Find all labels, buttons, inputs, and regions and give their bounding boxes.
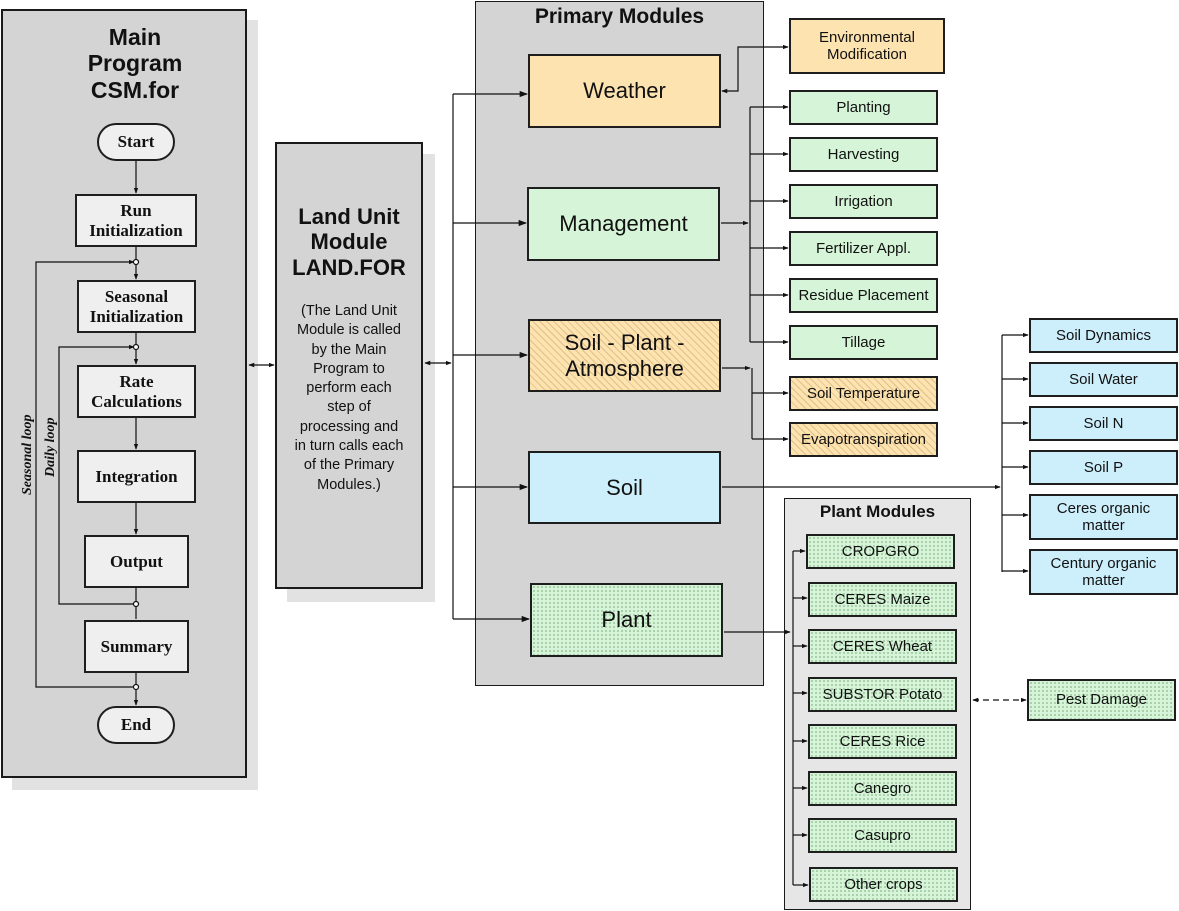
end-label: End bbox=[120, 715, 152, 735]
module-label: Soil - Plant - Atmosphere bbox=[564, 330, 685, 381]
plant-module-label: Other crops bbox=[844, 875, 923, 893]
step-label: Seasonal bbox=[104, 286, 169, 306]
plant-module-label: CERES Maize bbox=[834, 590, 931, 608]
soil-module[interactable]: Soil bbox=[528, 451, 721, 524]
step-label: Summary bbox=[100, 636, 173, 656]
submodule-label: Irrigation bbox=[834, 192, 893, 210]
land-unit-description: (The Land Unit Module is called by the M… bbox=[294, 303, 404, 493]
title-line: Module bbox=[310, 229, 388, 255]
plant-module-label: CERES Rice bbox=[839, 732, 926, 750]
step-label: Initialization bbox=[89, 306, 184, 326]
submodule-label: Fertilizer Appl. bbox=[815, 239, 912, 257]
submodule-label: Evapotranspiration bbox=[800, 430, 927, 448]
plant-module[interactable]: Plant bbox=[530, 583, 723, 657]
step-label: Integration bbox=[95, 466, 178, 486]
title-line: Land Unit bbox=[298, 204, 400, 229]
submodule-label: Soil N bbox=[1083, 414, 1124, 432]
module-label: Weather bbox=[583, 78, 666, 104]
start-label: Start bbox=[117, 132, 155, 152]
step-label: Output bbox=[110, 551, 163, 571]
pest-damage-box[interactable]: Pest Damage bbox=[1027, 679, 1176, 721]
seasonal-loop-label: Seasonal loop bbox=[20, 414, 35, 495]
submodule-label: Tillage bbox=[841, 333, 886, 351]
title-line: CSM.for bbox=[90, 76, 180, 103]
plant-module-label: CERES Wheat bbox=[832, 637, 933, 655]
century-organic-matter-box[interactable]: Century organic matter bbox=[1029, 549, 1178, 595]
plant-module-casupro[interactable]: Casupro bbox=[808, 818, 957, 853]
submodule-label: Residue Placement bbox=[798, 286, 929, 304]
summary-step[interactable]: Summary bbox=[84, 620, 189, 673]
plant-module-label: SUBSTOR Potato bbox=[822, 685, 943, 703]
module-label: Plant bbox=[601, 607, 652, 633]
soil-dynamics-box[interactable]: Soil Dynamics bbox=[1029, 318, 1178, 353]
step-label: Initialization bbox=[89, 220, 183, 240]
title-line: Program bbox=[87, 50, 183, 77]
plant-module-ceres-rice[interactable]: CERES Rice bbox=[808, 724, 957, 759]
module-label: Management bbox=[559, 211, 688, 237]
main-program-title: Main Program CSM.for bbox=[60, 24, 210, 103]
step-label: Rate bbox=[119, 371, 154, 391]
start-node[interactable]: Start bbox=[97, 123, 175, 161]
plant-module-ceres-wheat[interactable]: CERES Wheat bbox=[808, 629, 957, 664]
submodule-label: Soil Dynamics bbox=[1055, 326, 1152, 344]
submodule-label: Soil Water bbox=[1069, 370, 1138, 388]
plant-module-other-crops[interactable]: Other crops bbox=[809, 867, 958, 902]
tillage-box[interactable]: Tillage bbox=[789, 325, 938, 360]
soil-water-box[interactable]: Soil Water bbox=[1029, 362, 1178, 397]
land-unit-title: Land Unit Module LAND.FOR bbox=[277, 204, 421, 280]
submodule-label: Soil Temperature bbox=[806, 384, 921, 402]
management-module[interactable]: Management bbox=[527, 187, 720, 261]
plant-modules-title: Plant Modules bbox=[819, 502, 936, 521]
end-node[interactable]: End bbox=[97, 706, 175, 744]
plant-module-label: Canegro bbox=[853, 779, 912, 797]
soil-plant-atmosphere-module[interactable]: Soil - Plant - Atmosphere bbox=[528, 319, 721, 392]
evapotranspiration-box[interactable]: Evapotranspiration bbox=[789, 422, 938, 457]
soil-p-box[interactable]: Soil P bbox=[1029, 450, 1178, 485]
soil-n-box[interactable]: Soil N bbox=[1029, 406, 1178, 441]
plant-module-label: Casupro bbox=[854, 826, 911, 844]
module-label: Soil bbox=[606, 474, 643, 500]
submodule-label: Ceres organic matter bbox=[1056, 499, 1151, 534]
output-step[interactable]: Output bbox=[84, 535, 189, 588]
plant-module-label: CROPGRO bbox=[841, 542, 920, 560]
fertilizer-appl-box[interactable]: Fertilizer Appl. bbox=[789, 231, 938, 266]
planting-box[interactable]: Planting bbox=[789, 90, 938, 125]
environmental-modification-box[interactable]: Environmental Modification bbox=[789, 18, 945, 74]
title-line: LAND.FOR bbox=[292, 254, 406, 280]
ceres-organic-matter-box[interactable]: Ceres organic matter bbox=[1029, 494, 1178, 540]
submodule-label: Soil P bbox=[1083, 458, 1124, 476]
integration-step[interactable]: Integration bbox=[77, 450, 196, 503]
submodule-label: Environmental Modification bbox=[819, 28, 915, 63]
weather-module[interactable]: Weather bbox=[528, 54, 721, 128]
daily-loop-label: Daily loop bbox=[43, 417, 58, 478]
primary-modules-title: Primary Modules bbox=[534, 5, 705, 28]
step-label: Run bbox=[120, 200, 152, 220]
land-unit-panel bbox=[275, 142, 423, 589]
plant-module-ceres-maize[interactable]: CERES Maize bbox=[808, 582, 957, 617]
harvesting-box[interactable]: Harvesting bbox=[789, 137, 938, 172]
plant-module-substor-potato[interactable]: SUBSTOR Potato bbox=[808, 677, 957, 712]
submodule-label: Planting bbox=[836, 98, 891, 116]
residue-placement-box[interactable]: Residue Placement bbox=[789, 278, 938, 313]
soil-temperature-box[interactable]: Soil Temperature bbox=[789, 376, 938, 411]
irrigation-box[interactable]: Irrigation bbox=[789, 184, 938, 219]
title-line: Main bbox=[108, 24, 162, 50]
plant-module-cropgro[interactable]: CROPGRO bbox=[806, 534, 955, 569]
step-label: Calculations bbox=[91, 391, 182, 411]
plant-module-canegro[interactable]: Canegro bbox=[808, 771, 957, 806]
submodule-label: Century organic matter bbox=[1050, 554, 1157, 589]
submodule-label: Harvesting bbox=[827, 145, 900, 163]
pest-damage-label: Pest Damage bbox=[1056, 691, 1147, 709]
